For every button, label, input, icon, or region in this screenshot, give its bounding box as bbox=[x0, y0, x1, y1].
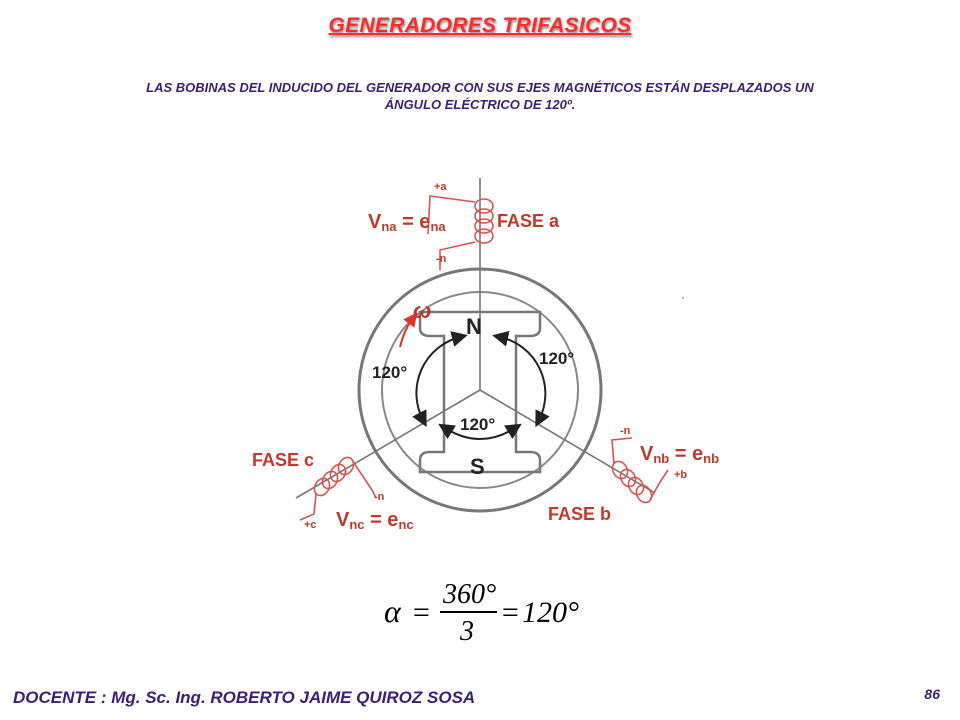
formula-alpha: α bbox=[384, 593, 402, 629]
angle-label-left: 120° bbox=[372, 363, 407, 382]
formula-denominator: 3 bbox=[459, 616, 474, 647]
angle-label-right: 120° bbox=[539, 349, 574, 368]
arc-bottom bbox=[438, 423, 522, 440]
angle-formula: α = 360° 3 = 120° bbox=[384, 579, 579, 647]
phase-c-label: FASE c bbox=[252, 450, 314, 470]
formula-result: 120° bbox=[522, 596, 579, 629]
coil-phase-a bbox=[427, 195, 494, 270]
arc-right bbox=[492, 330, 550, 428]
phase-a-label: FASE a bbox=[497, 211, 560, 231]
footer-author: DOCENTE : Mg. Sc. Ing. ROBERTO JAIME QUI… bbox=[13, 688, 476, 707]
subtitle-line-1: LAS BOBINAS DEL INDUCIDO DEL GENERADOR C… bbox=[146, 80, 814, 95]
phase-c-plus: +c bbox=[304, 519, 317, 531]
angle-label-bottom: 120° bbox=[460, 415, 495, 434]
phase-b-plus: +b bbox=[674, 469, 687, 481]
omega-symbol: ω bbox=[413, 298, 431, 323]
formula-equals-1: = bbox=[411, 596, 431, 629]
phase-c-voltage: Vnc = enc bbox=[336, 509, 414, 532]
stray-dot bbox=[682, 297, 684, 299]
pole-north: N bbox=[466, 314, 482, 339]
coil-phase-c bbox=[299, 456, 377, 521]
formula-equals-2: = bbox=[500, 596, 520, 629]
phase-b-minus: -n bbox=[620, 425, 631, 437]
rotation-arrow bbox=[399, 312, 418, 348]
phase-b-label: FASE b bbox=[548, 504, 611, 524]
subtitle: LAS BOBINAS DEL INDUCIDO DEL GENERADOR C… bbox=[60, 79, 900, 113]
subtitle-line-2: ÁNGULO ELÉCTRICO DE 120º. bbox=[384, 97, 576, 112]
formula-numerator: 360° bbox=[442, 579, 496, 610]
phase-a-plus: +a bbox=[434, 181, 447, 193]
page-number: 86 bbox=[924, 686, 940, 702]
pole-south: S bbox=[470, 454, 485, 479]
phase-b-voltage: Vnb = enb bbox=[640, 443, 719, 466]
coil-phase-b bbox=[611, 437, 669, 504]
page-title: GENERADORES TRIFASICOS bbox=[328, 14, 632, 37]
phase-a-voltage: Vna = ena bbox=[368, 211, 446, 234]
arc-left bbox=[412, 331, 468, 428]
phase-a-minus: -n bbox=[436, 253, 447, 265]
phase-c-minus: -n bbox=[374, 491, 385, 503]
